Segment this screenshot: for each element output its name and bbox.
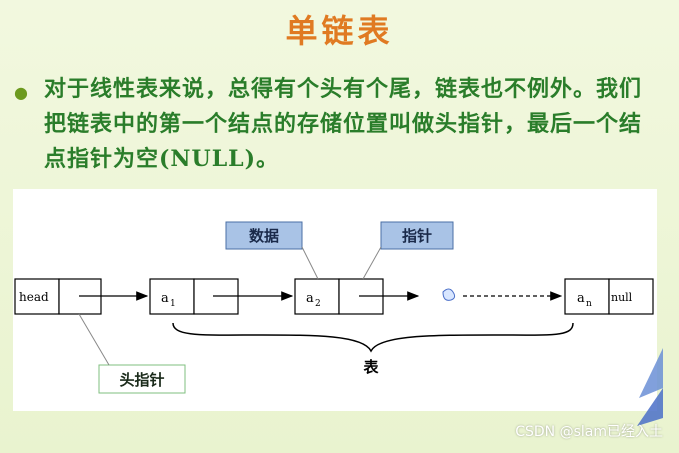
table-brace: 表 [172,322,574,376]
null-label: null [611,291,633,304]
ellipsis-icon [442,288,456,301]
head-label: head [19,290,49,304]
callout-pointer-leader [362,246,382,280]
callout-head-pointer-label: 头指针 [119,371,164,389]
node-a1-label: a [161,291,169,306]
head-node: head [14,278,102,315]
diagram-svg: head a 1 a 2 [14,221,654,394]
node-an-label: a [577,291,585,306]
slide-title: 单链表 [285,12,394,50]
callout-data-label: 数据 [249,227,279,245]
watermark: CSDN @slam已经入土 [515,424,663,440]
linked-list-diagram: head a 1 a 2 [13,189,657,411]
decorative-shape [637,348,663,426]
node-a1-subscript: 1 [170,299,176,309]
callout-data: 数据 [225,221,319,280]
callout-head-pointer: 头指针 [78,313,186,394]
callout-data-leader [301,246,319,280]
node-a2: a 2 [294,278,384,315]
node-a2-subscript: 2 [315,299,321,309]
bullet-text: 对于线性表来说，总得有个头有个尾，链表也不例外。我们把链表中的第一个结点的存储位… [44,76,643,172]
callout-pointer-label: 指针 [402,227,432,245]
bullet-icon: ● [14,83,28,102]
node-an-subscript: n [586,299,592,309]
callout-pointer: 指针 [362,221,454,280]
node-a2-label: a [306,291,314,306]
node-an: a n null [564,278,654,315]
brace-label: 表 [363,358,379,376]
callout-head-leader [78,313,110,366]
